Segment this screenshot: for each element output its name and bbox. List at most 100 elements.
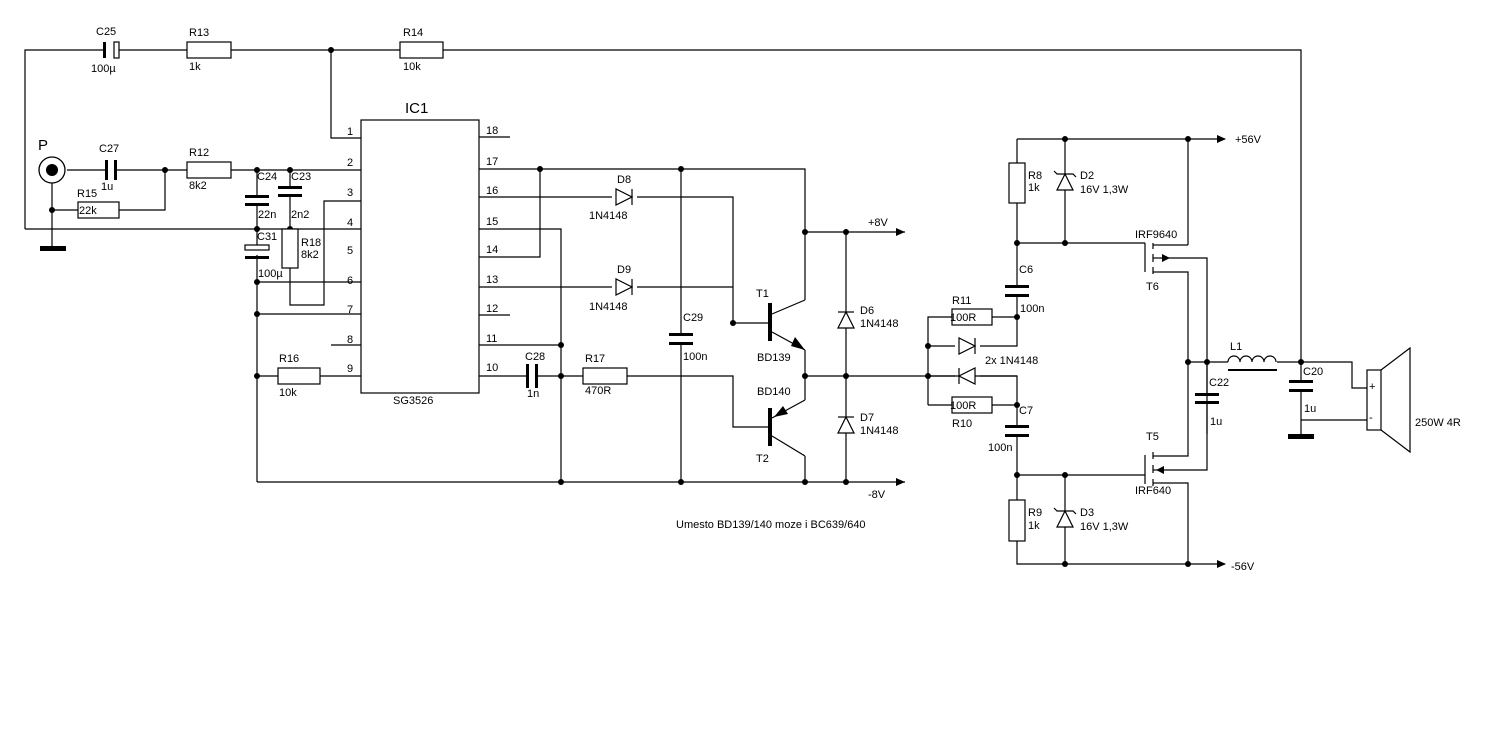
rail-p56: +56V bbox=[1235, 134, 1262, 146]
d7-val: 1N4148 bbox=[860, 425, 899, 437]
ic-pin-16: 16 bbox=[486, 185, 498, 197]
c23-val: 2n2 bbox=[291, 209, 309, 221]
resistor-r12-icon bbox=[186, 161, 232, 179]
capacitors bbox=[103, 41, 1313, 437]
d6-val: 1N4148 bbox=[860, 318, 899, 330]
dx-val: 2x 1N4148 bbox=[985, 355, 1038, 367]
c27-ref: C27 bbox=[99, 143, 119, 155]
c24-val: 22n bbox=[258, 209, 276, 221]
d8-val: 1N4148 bbox=[589, 210, 628, 222]
ic-pin-10: 10 bbox=[486, 362, 498, 374]
c22-ref: C22 bbox=[1209, 377, 1229, 389]
ic-pin-4: 4 bbox=[347, 217, 353, 229]
c29-val: 100n bbox=[683, 351, 707, 363]
t5-ref: T5 bbox=[1146, 431, 1159, 443]
resistor-r13-icon bbox=[186, 41, 232, 59]
input-jack-icon bbox=[38, 156, 66, 184]
r12-val: 8k2 bbox=[189, 180, 207, 192]
resistor-r8-icon bbox=[1008, 162, 1026, 204]
d9-ref: D9 bbox=[617, 264, 631, 276]
transistor-t2-icon bbox=[768, 399, 806, 457]
r16-ref: R16 bbox=[279, 353, 299, 365]
t6-val: IRF9640 bbox=[1135, 229, 1177, 241]
r18-val: 8k2 bbox=[301, 249, 319, 261]
c31-ref: C31 bbox=[257, 231, 277, 243]
c29-ref: C29 bbox=[683, 312, 703, 324]
d3-val: 16V 1,3W bbox=[1080, 521, 1129, 533]
r13-val: 1k bbox=[189, 61, 201, 73]
t1-val: BD139 bbox=[757, 352, 791, 364]
resistor-r9-icon bbox=[1008, 499, 1026, 542]
r10-ref: R10 bbox=[952, 418, 972, 430]
c22-val: 1u bbox=[1210, 416, 1222, 428]
r8-ref: R8 bbox=[1028, 170, 1042, 182]
rail-p8: +8V bbox=[868, 217, 889, 229]
ic-pin-5: 5 bbox=[347, 245, 353, 257]
ic-pin-14: 14 bbox=[486, 244, 498, 256]
c28-val: 1n bbox=[527, 388, 539, 400]
ic-pin-11: 11 bbox=[486, 333, 497, 345]
speaker-icon bbox=[1366, 346, 1411, 454]
resistors bbox=[77, 41, 1026, 542]
r11-ref: R11 bbox=[952, 295, 971, 307]
r15-value-inside: 22k bbox=[79, 205, 97, 217]
t2-ref: T2 bbox=[756, 453, 769, 465]
mosfet-t5-icon bbox=[1144, 452, 1164, 486]
ic-pin-7: 7 bbox=[347, 304, 353, 316]
d8-ref: D8 bbox=[617, 174, 631, 186]
c20-val: 1u bbox=[1304, 403, 1316, 415]
r14-val: 10k bbox=[403, 61, 421, 73]
r13-ref: R13 bbox=[189, 27, 209, 39]
t5-val: IRF640 bbox=[1135, 485, 1171, 497]
ic-pin-13: 13 bbox=[486, 274, 498, 286]
r17-ref: R17 bbox=[585, 353, 605, 365]
c24-ref: C24 bbox=[257, 171, 277, 183]
wires bbox=[24, 49, 1367, 565]
c27-val: 1u bbox=[101, 181, 113, 193]
r15-ref: R15 bbox=[77, 188, 97, 200]
t2-val: BD140 bbox=[757, 386, 791, 398]
d3-ref: D3 bbox=[1080, 507, 1094, 519]
diodes bbox=[615, 170, 1077, 528]
ic-pin-9: 9 bbox=[347, 363, 353, 375]
c6-ref: C6 bbox=[1019, 264, 1033, 276]
r16-val: 10k bbox=[279, 387, 297, 399]
c7-val: 100n bbox=[988, 442, 1012, 454]
resistor-r17-icon bbox=[582, 367, 628, 385]
transistor-t1-icon bbox=[768, 299, 806, 351]
speaker-minus: - bbox=[1369, 412, 1373, 424]
ic-pin-18: 18 bbox=[486, 125, 498, 137]
d2-val: 16V 1,3W bbox=[1080, 184, 1129, 196]
resistor-r15-icon bbox=[77, 201, 120, 219]
ic1-pins-left: 1 2 3 4 5 6 7 8 9 bbox=[331, 126, 361, 375]
d2-ref: D2 bbox=[1080, 170, 1094, 182]
ic-pin-1: 1 bbox=[347, 126, 353, 138]
r9-val: 1k bbox=[1028, 520, 1040, 532]
rail-n56: -56V bbox=[1231, 561, 1255, 573]
r10-value-inside: 100R bbox=[950, 400, 976, 412]
ic-pin-17: 17 bbox=[486, 156, 498, 168]
c25-ref: C25 bbox=[96, 26, 116, 38]
ic-pin-12: 12 bbox=[486, 303, 498, 315]
c31-val: 100µ bbox=[258, 268, 283, 280]
c25-val: 100µ bbox=[91, 63, 116, 75]
c20-ref: C20 bbox=[1303, 366, 1323, 378]
junctions bbox=[49, 47, 1304, 567]
inductor-l1-icon bbox=[1227, 355, 1277, 371]
rail-arrows bbox=[896, 135, 1226, 568]
c6-val: 100n bbox=[1020, 303, 1044, 315]
ic1-body bbox=[360, 119, 480, 394]
substitution-note: Umesto BD139/140 moze i BC639/640 bbox=[676, 519, 866, 531]
component-labels: C25 100µ R13 1k R14 10k C27 1u R12 8k2 R… bbox=[77, 26, 1461, 533]
resistor-r11-icon bbox=[951, 308, 993, 326]
speaker-plus: + bbox=[1369, 381, 1375, 393]
ic-pin-2: 2 bbox=[347, 157, 353, 169]
resistor-r14-icon bbox=[399, 41, 444, 59]
ground-symbols bbox=[40, 246, 1314, 439]
speaker-val: 250W 4R bbox=[1415, 417, 1461, 429]
d9-val: 1N4148 bbox=[589, 301, 628, 313]
ic1-pins-right: 18 17 16 15 14 13 12 11 10 bbox=[486, 125, 498, 374]
c23-ref: C23 bbox=[291, 171, 311, 183]
